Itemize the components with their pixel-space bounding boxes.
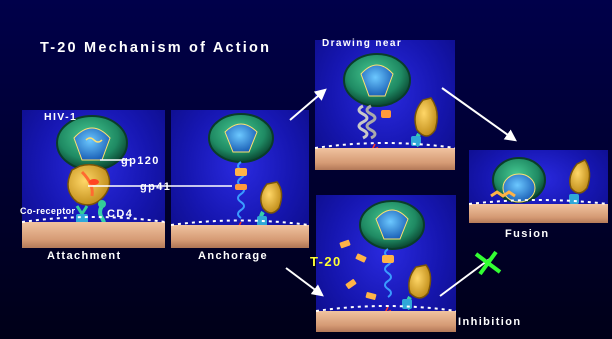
panel-attachment [22,110,165,248]
cd4-receptor-icon [569,160,590,204]
gp41-coil-icon [382,249,394,297]
label-gp120: gp120 [121,155,160,167]
cd4-receptor-icon [411,98,437,146]
label-coreceptor: Co-receptor [20,206,75,216]
label-gp41: gp41 [140,181,171,193]
label-t20: T-20 [310,254,342,269]
cd4-receptor-icon [257,182,282,226]
inhibition-x-icon [476,252,500,274]
t20-peptide-icon [339,239,376,300]
stage-drawing-near: Drawing near [322,38,402,49]
panel-drawing-near [315,40,455,170]
stage-attachment: Attachment [47,250,122,262]
hiv-virus-icon [344,54,410,106]
hiv-virus-icon [209,114,273,162]
stage-anchorage: Anchorage [198,250,268,262]
gp120-icon [68,165,110,205]
label-cd4: CD4 [107,208,133,220]
hiv-virus-icon [57,116,127,170]
stage-fusion: Fusion [505,228,549,240]
gp41-coil-icon [235,162,247,218]
stage-inhibition: Inhibition [458,316,521,328]
panel-anchorage [171,110,309,248]
slide-title: T-20 Mechanism of Action [40,40,271,56]
panel-fusion [469,150,608,223]
label-hiv: HIV-1 [44,111,77,123]
gp41-coil-icon [359,106,391,138]
hiv-virus-icon [360,201,424,249]
cd4-receptor-icon [402,265,431,309]
